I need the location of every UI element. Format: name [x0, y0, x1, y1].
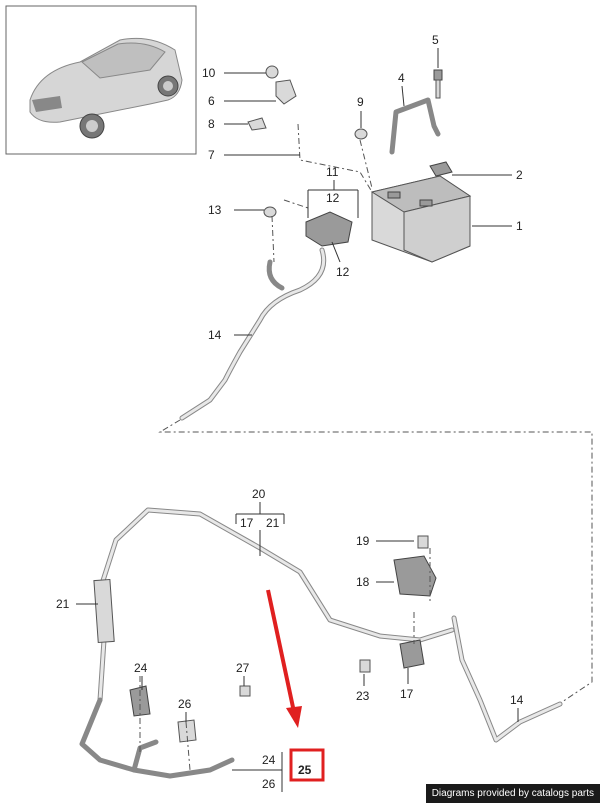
callout-9[interactable]: 9: [357, 95, 364, 109]
callout-2[interactable]: 2: [516, 168, 523, 182]
terminal-part: [247, 65, 368, 140]
callout-24-top[interactable]: 24: [134, 661, 148, 675]
callout-14-upper[interactable]: 14: [208, 328, 222, 342]
callout-13[interactable]: 13: [208, 203, 222, 217]
car-icon: [29, 37, 183, 139]
callout-4[interactable]: 4: [398, 71, 405, 85]
bolt-part: [433, 69, 443, 99]
highlight-box: [289, 748, 325, 782]
fuse-box-part: [305, 211, 353, 247]
callout-21-top[interactable]: 21: [266, 516, 280, 530]
callout-26-top[interactable]: 26: [178, 697, 192, 711]
callout-23[interactable]: 23: [356, 689, 370, 703]
callout-17-top[interactable]: 17: [240, 516, 254, 530]
fuse-carrier-part: [129, 535, 437, 743]
callout-7[interactable]: 7: [208, 148, 215, 162]
callout-12-bottom[interactable]: 12: [336, 265, 350, 279]
lower-harness: [79, 507, 563, 779]
dashed-lines-upper: [158, 123, 593, 707]
callout-18[interactable]: 18: [356, 575, 370, 589]
callout-12-top[interactable]: 12: [326, 191, 340, 205]
callout-11[interactable]: 11: [326, 165, 339, 179]
callout-14-lower[interactable]: 14: [510, 693, 524, 707]
red-arrow-icon: [266, 589, 302, 728]
callout-27[interactable]: 27: [236, 661, 250, 675]
callout-labels: 1 2 4 5 6 7 8 9 10 11 12 12 13 14 20 17 …: [56, 33, 524, 791]
callout-25[interactable]: 25: [298, 763, 312, 777]
callout-19[interactable]: 19: [356, 534, 370, 548]
callout-26-bottom[interactable]: 26: [262, 777, 276, 791]
callout-10[interactable]: 10: [202, 66, 216, 80]
bracket-part: [389, 97, 441, 155]
callout-6[interactable]: 6: [208, 94, 215, 108]
callout-20[interactable]: 20: [252, 487, 266, 501]
vehicle-thumbnail: [5, 5, 197, 155]
grommet-part: [263, 206, 277, 218]
callout-24-bottom[interactable]: 24: [262, 753, 276, 767]
callout-5[interactable]: 5: [432, 33, 439, 47]
upper-cable: [179, 247, 327, 421]
callout-21-left[interactable]: 21: [56, 597, 70, 611]
battery-part: [370, 175, 472, 263]
leader-lines: [76, 48, 519, 792]
callout-17-bottom[interactable]: 17: [400, 687, 414, 701]
credit-banner: Diagrams provided by catalogs parts: [425, 784, 600, 803]
callout-8[interactable]: 8: [208, 117, 215, 131]
callout-1[interactable]: 1: [516, 219, 523, 233]
clip-part: [429, 161, 453, 177]
